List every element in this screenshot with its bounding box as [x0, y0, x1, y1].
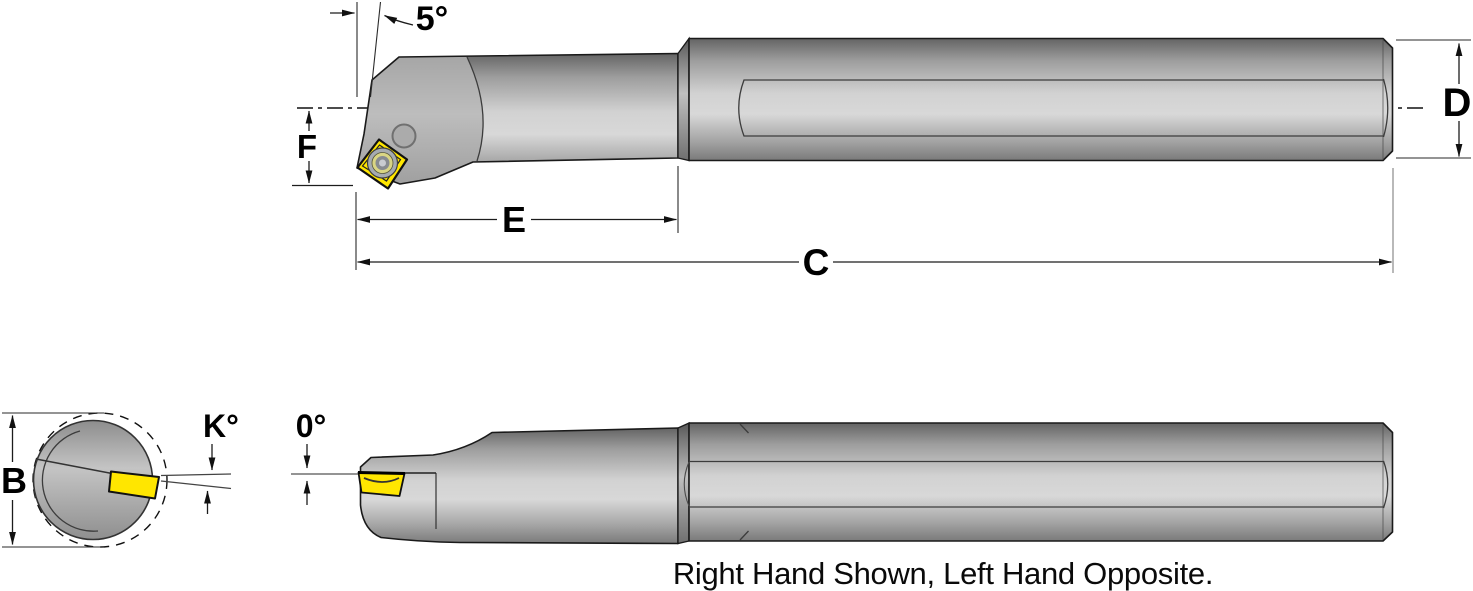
dim-c-label: C: [803, 242, 830, 283]
chamfer-mark-top: [739, 423, 749, 434]
angle-arrow-right: [384, 14, 414, 26]
insert-screw-center: [379, 159, 386, 167]
head-neck-boundary: [466, 56, 484, 162]
dim-k-label: K°: [203, 408, 239, 444]
dimension-e: E: [355, 166, 679, 270]
dimension-d: D: [1396, 39, 1472, 159]
dim-d-label: D: [1443, 81, 1472, 125]
dim-f-label: F: [297, 128, 317, 165]
shank-step-plan: [677, 421, 690, 545]
bar-shank-plan: [688, 422, 1394, 542]
end-cap-arc-plan: [1382, 460, 1389, 509]
dim-e-label: E: [502, 199, 526, 240]
shank-flat-outline: [738, 79, 1384, 137]
insert: [357, 471, 406, 497]
top-view: 5° F E C D: [292, 0, 1471, 283]
tool-head-plan: [359, 427, 679, 545]
neck-end-arc: [683, 461, 690, 507]
back-angle-label: 0°: [296, 408, 327, 444]
dimension-back-angle: 0°: [291, 408, 358, 505]
shank-step: [677, 36, 690, 162]
insert-assembly: [356, 138, 409, 190]
dim-b-label: B: [1, 460, 27, 501]
insert-plan-view: [357, 471, 406, 497]
caption-text: Right Hand Shown, Left Hand Opposite.: [673, 556, 1213, 591]
end-cap-arc: [1382, 78, 1389, 138]
end-face-rim-arc: [41, 430, 99, 532]
insert-end-view: [108, 470, 160, 500]
head-hole: [391, 123, 417, 149]
bar-shank: [688, 37, 1394, 162]
dimension-lead-angle: 5°: [330, 0, 449, 98]
rake-face-edge: [35, 458, 113, 475]
bottom-view: 0°: [291, 408, 1394, 545]
dimension-c: C: [357, 168, 1394, 283]
dimension-k: K°: [160, 408, 239, 514]
dimension-b: B: [1, 412, 104, 548]
lead-angle-label: 5°: [416, 0, 449, 38]
dimension-f: F: [292, 110, 353, 187]
chamfer-mark-bottom: [739, 530, 749, 541]
angle-edge-line: [369, 1, 382, 98]
insert-cutting-edge: [357, 471, 406, 475]
end-view: B K°: [1, 408, 239, 548]
k-ref-line: [160, 473, 232, 477]
k-edge-line: [160, 480, 232, 490]
insert-face-arc: [363, 477, 400, 483]
